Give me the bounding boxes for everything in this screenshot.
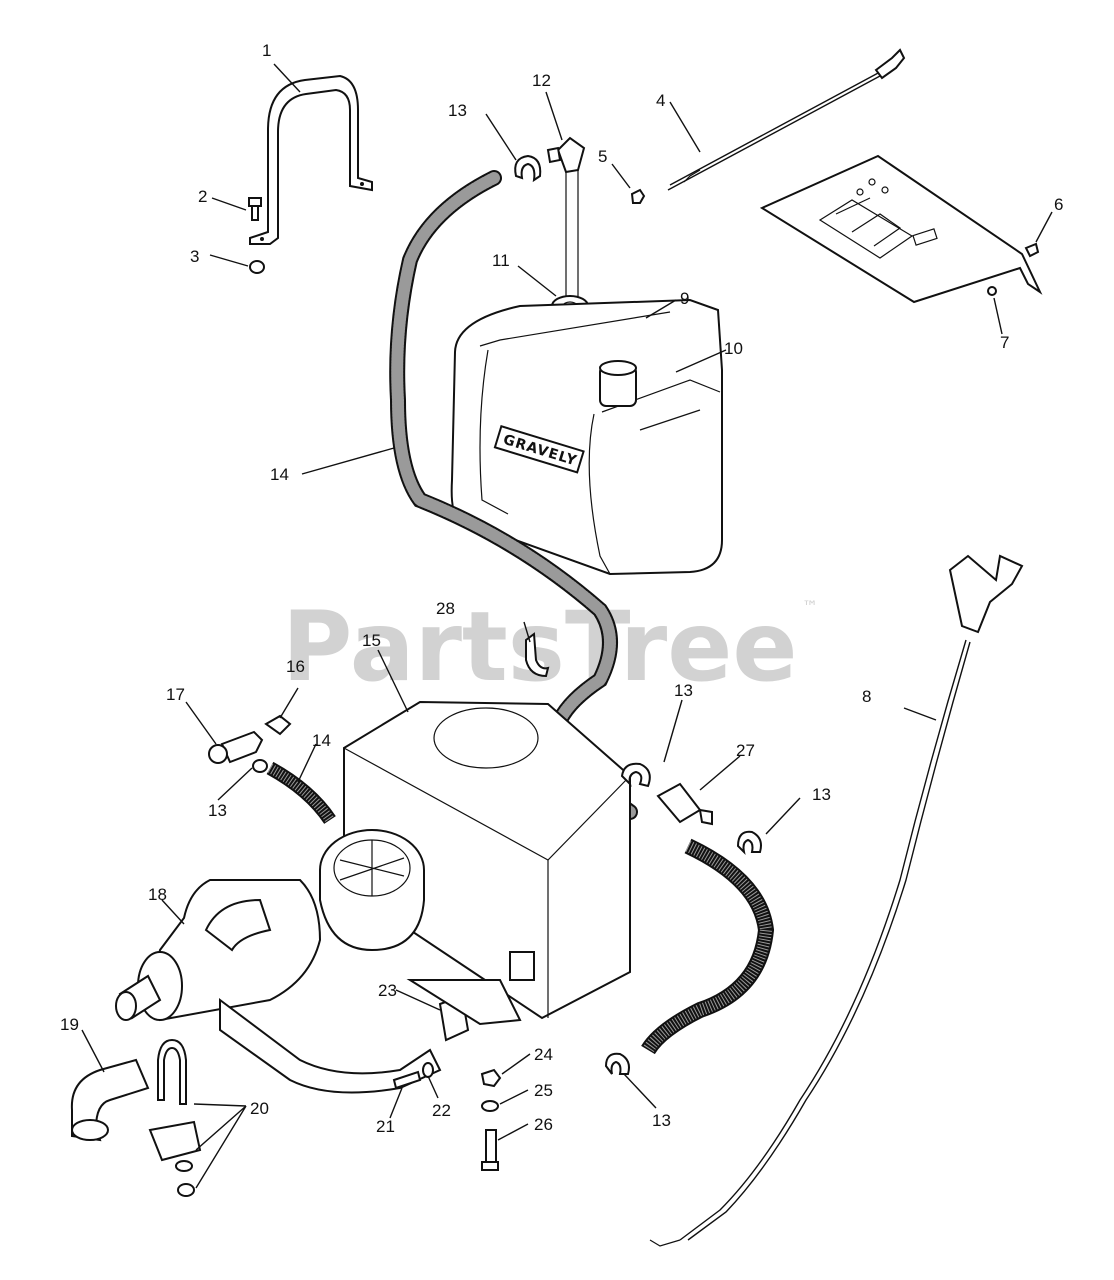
fuel-hose-14b-part: [266, 761, 336, 825]
clip-28-part: [525, 632, 550, 678]
callout-10: 10: [724, 339, 743, 358]
callout-28: 28: [436, 599, 455, 618]
callout-18: 18: [148, 885, 167, 904]
callout-labels: 1 2 3 4 5 6 7 8 9 10 11 12 13 14 15 16 1…: [60, 41, 1063, 1136]
ubolt-20-part: [148, 1038, 202, 1197]
elbow-pipe-19-part: [70, 1058, 150, 1142]
callout-5: 5: [598, 147, 607, 166]
callout-24: 24: [534, 1045, 553, 1064]
callout-17: 17: [166, 685, 185, 704]
elbow-fitting-12-part: [546, 136, 586, 300]
callout-3: 3: [190, 247, 199, 266]
callout-13-bottom: 13: [652, 1111, 671, 1130]
watermark-text: PartsTree: [282, 591, 797, 703]
callout-14-left: 14: [312, 731, 331, 750]
washer-22-part: [422, 1062, 434, 1078]
leader-lines: [81, 63, 1053, 1189]
callout-13-left: 13: [208, 801, 227, 820]
nut-24-part: [480, 1068, 502, 1088]
washer-25-part: [481, 1100, 499, 1112]
callout-14-top: 14: [270, 465, 289, 484]
callout-7: 7: [1000, 333, 1009, 352]
throttle-cable-8-part: [649, 554, 1024, 1247]
callout-6: 6: [1054, 195, 1063, 214]
shutoff-valve-17-part: [208, 730, 264, 764]
callout-2: 2: [198, 187, 207, 206]
callout-13-top: 13: [448, 101, 467, 120]
fuel-tank-10-part: GRAVELY: [450, 298, 723, 576]
callout-19: 19: [60, 1015, 79, 1034]
muffler-18-part: [115, 879, 322, 1022]
callout-26: 26: [534, 1115, 553, 1134]
callout-27: 27: [736, 741, 755, 760]
hose-clamp-13-part: [514, 154, 542, 183]
callout-11: 11: [492, 251, 510, 270]
callout-12: 12: [532, 71, 551, 90]
hose-clamp-13d-part: [736, 830, 762, 856]
gasket-23-part: [406, 951, 535, 1042]
callout-13-right: 13: [812, 785, 831, 804]
callout-8: 8: [862, 687, 871, 706]
callout-21: 21: [376, 1117, 395, 1136]
bolt-21-part: [392, 1070, 422, 1090]
watermark-trademark: ™: [802, 597, 818, 616]
watermark: PartsTree ™: [282, 591, 818, 703]
callout-15: 15: [362, 631, 381, 650]
control-plate-part: [759, 154, 1043, 304]
callout-4: 4: [656, 91, 665, 110]
callout-20: 20: [250, 1099, 269, 1118]
bolt-26-part: [481, 1129, 499, 1171]
fuel-filter-27-part: [656, 782, 713, 826]
fitting-16-part: [264, 714, 292, 736]
callout-13-mid: 13: [674, 681, 693, 700]
nut-3-part: [249, 260, 265, 274]
hose-clamp-13c-part: [620, 762, 651, 788]
bolt-2-part: [248, 197, 262, 221]
callout-16: 16: [286, 657, 305, 676]
callout-25: 25: [534, 1081, 553, 1100]
screw-6-part: [1024, 242, 1040, 258]
hose-clamp-13e-part: [604, 1052, 630, 1075]
hose-clamp-13b-part: [252, 759, 268, 773]
callout-1: 1: [262, 41, 271, 60]
bracket-part: [249, 74, 373, 245]
callout-23: 23: [378, 981, 397, 1000]
nut-7-part: [987, 286, 997, 296]
callout-22: 22: [432, 1101, 451, 1120]
fuel-hose-14-part: [389, 170, 638, 820]
callout-9: 9: [680, 289, 689, 308]
exhaust-pipe-part: [219, 998, 442, 1094]
air-cleaner-part: [319, 829, 425, 952]
nut-5-part: [630, 188, 646, 204]
cable-rod-4-part: [667, 48, 906, 191]
fuel-hose-right-part: [641, 838, 775, 1055]
